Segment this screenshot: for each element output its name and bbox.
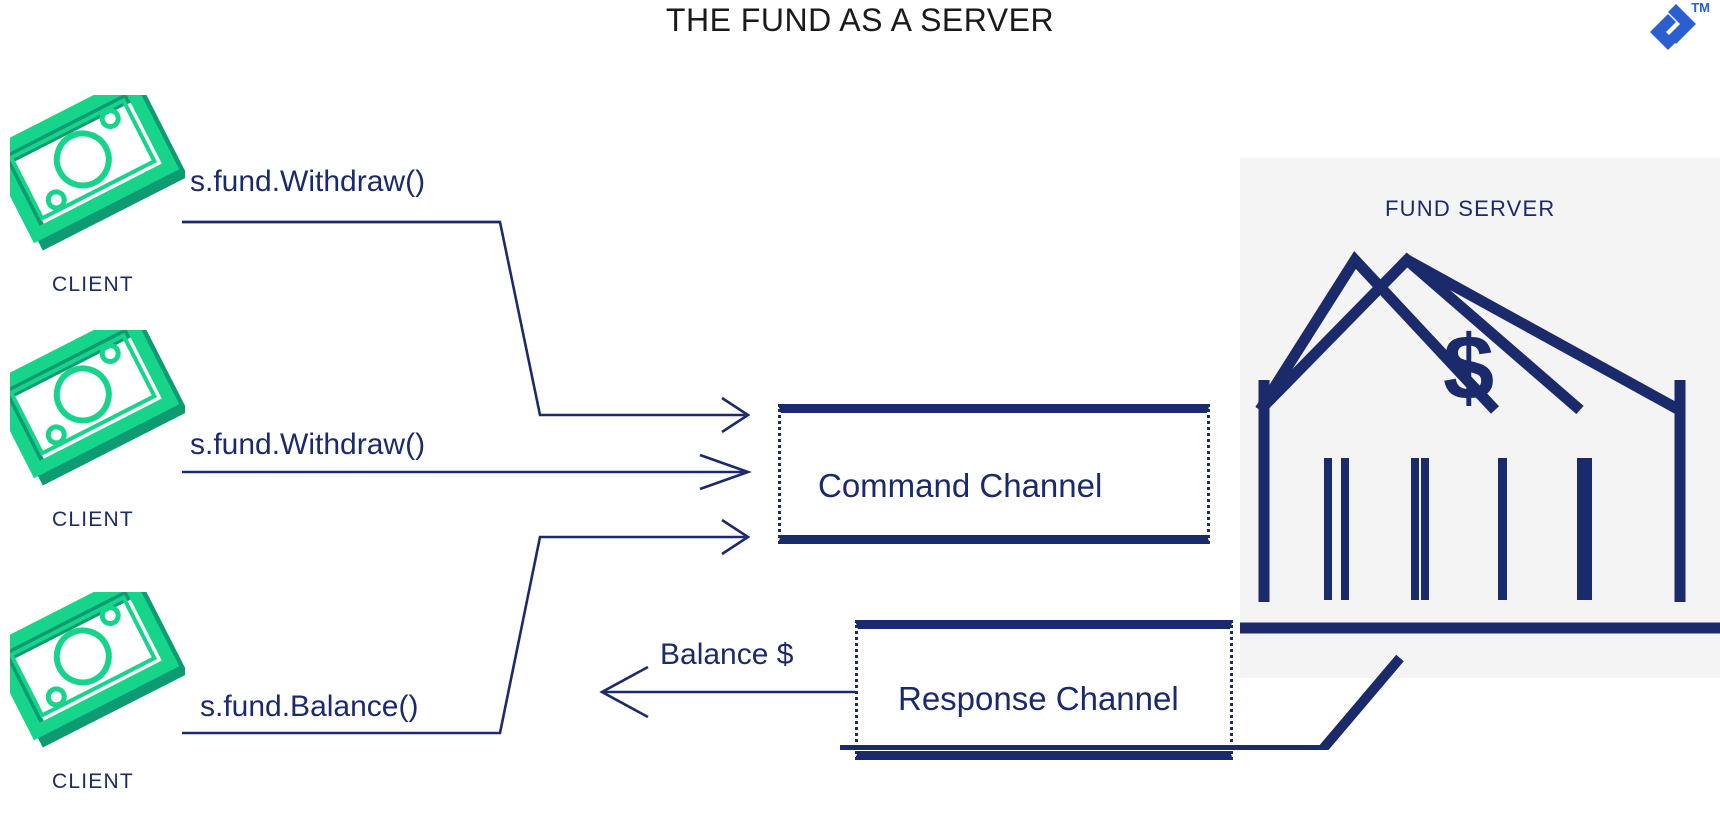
arrowhead-client3 [721, 518, 751, 556]
client-label-2: CLIENT [52, 508, 134, 531]
command-channel-box [778, 404, 1210, 544]
arrow-path-client3 [182, 535, 745, 735]
call-label-2: s.fund.Withdraw() [190, 428, 426, 461]
cash-banknote-icon [10, 592, 185, 748]
server-response-connector [840, 654, 1404, 750]
arrowhead-client1 [721, 396, 751, 434]
command-channel-label: Command Channel [818, 467, 1103, 504]
arrowhead-response [599, 665, 649, 719]
dollar-symbol: $ [1443, 317, 1495, 419]
bank-roof-right-arm [1404, 255, 1686, 417]
cash-banknote-icon [10, 330, 185, 486]
client-node-2: CLIENT [10, 330, 200, 560]
bank-columns-icon [1240, 380, 1720, 634]
client-node-1: CLIENT [10, 95, 200, 325]
client-node-3: CLIENT [10, 592, 200, 822]
balance-flow-label: Balance $ [660, 638, 794, 671]
response-channel-label: Response Channel [898, 680, 1179, 717]
arrowhead-client2 [699, 453, 752, 491]
arrow-path-client1 [182, 220, 745, 417]
trademark-symbol: TM [1691, 0, 1710, 15]
call-label-3: s.fund.Balance() [200, 690, 419, 723]
chevron-logo-icon [1650, 4, 1696, 50]
page-title: THE FUND AS A SERVER [665, 2, 1055, 38]
response-channel-box [855, 620, 1233, 760]
client-label-1: CLIENT [52, 273, 134, 296]
bank-right-wall [1674, 380, 1686, 602]
fund-server-panel [1240, 158, 1720, 678]
cash-banknote-icon [10, 95, 185, 251]
fund-server-label: FUND SERVER [1385, 196, 1556, 221]
call-label-1: s.fund.Withdraw() [190, 165, 426, 198]
client-label-3: CLIENT [52, 770, 134, 793]
brand-logo: TM [1622, 0, 1712, 60]
